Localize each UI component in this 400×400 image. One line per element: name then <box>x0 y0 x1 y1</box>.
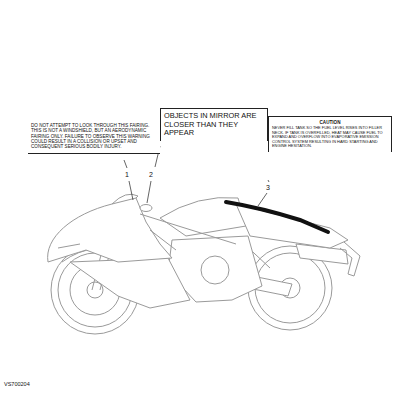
callout-number: 3 <box>266 184 270 191</box>
warning-text: NEVER FILL TANK SO THE FUEL LEVEL RISES … <box>272 126 388 148</box>
label-heading: CAUTION <box>272 120 388 125</box>
warning-text: OBJECTS IN MIRROR ARE CLOSER THAN THEY A… <box>164 112 264 138</box>
drawing-code: VS700204 <box>4 382 30 388</box>
callout-number: 1 <box>125 171 129 178</box>
mirror-warning-label: OBJECTS IN MIRROR ARE CLOSER THAN THEY A… <box>160 108 268 141</box>
callout-number: 2 <box>149 171 153 178</box>
fairing-warning-label: DO NOT ATTEMPT TO LOOK THROUGH THIS FAIR… <box>28 120 160 154</box>
fuel-caution-label: CAUTIONNEVER FILL TANK SO THE FUEL LEVEL… <box>268 116 392 152</box>
warning-text: DO NOT ATTEMPT TO LOOK THROUGH THIS FAIR… <box>31 123 157 149</box>
